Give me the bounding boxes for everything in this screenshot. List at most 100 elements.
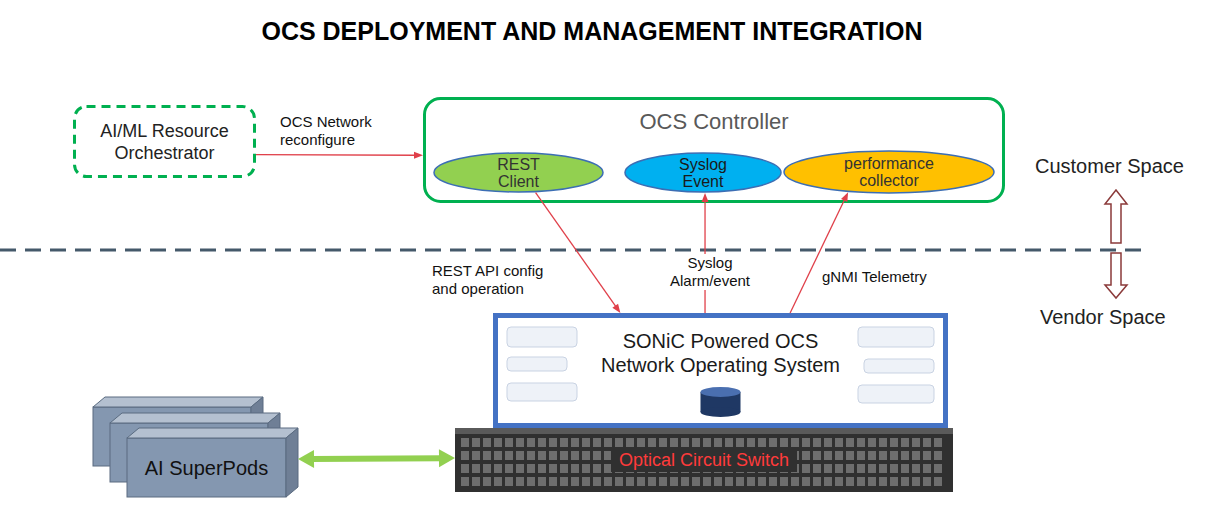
switch-port (483, 477, 491, 486)
switch-port (813, 477, 821, 486)
nos-border (496, 316, 946, 426)
switch-port (516, 464, 524, 473)
switch-port (901, 451, 909, 460)
connector-line (311, 455, 442, 462)
nos-label: SONiC Powered OCS Network Operating Syst… (592, 329, 850, 377)
switch-port (758, 438, 766, 447)
switch-port (703, 438, 711, 447)
ellipse-outline (784, 151, 994, 193)
switch-port (659, 438, 667, 447)
syslog-event-ellipse: Syslog Event (624, 152, 782, 193)
optical-switch: Optical Circuit Switch (455, 428, 953, 492)
switch-port (857, 477, 865, 486)
switch-port (802, 464, 810, 473)
pod-top (127, 428, 298, 438)
superpod-box: AI SuperPods (127, 428, 298, 497)
syslog-event-label: Syslog Event (672, 156, 734, 190)
switch-port (560, 438, 568, 447)
switch-port (747, 477, 755, 486)
switch-port (494, 438, 502, 447)
switch-port (923, 451, 931, 460)
switch-port (461, 438, 469, 447)
switch-port (802, 477, 810, 486)
switch-port (813, 464, 821, 473)
back-pod-top (93, 397, 263, 407)
switch-port (934, 438, 942, 447)
switch-port (890, 477, 898, 486)
switch-port (549, 477, 557, 486)
switch-port (868, 477, 876, 486)
switch-port (483, 451, 491, 460)
switch-top-strip (455, 428, 953, 434)
switch-port (725, 477, 733, 486)
switch-port (582, 477, 590, 486)
faint-illustration (507, 357, 567, 371)
switch-port (901, 477, 909, 486)
switch-port (560, 464, 568, 473)
dashed-border (75, 107, 255, 177)
switch-port (857, 438, 865, 447)
switch-port (703, 477, 711, 486)
switch-port (593, 438, 601, 447)
switch-port (890, 451, 898, 460)
switch-port (571, 438, 579, 447)
faint-illustration (507, 383, 577, 401)
arrow-head (439, 449, 455, 467)
switch-port (835, 477, 843, 486)
switch-port (901, 438, 909, 447)
switch-port (560, 451, 568, 460)
switch-port (626, 477, 634, 486)
switch-port (923, 464, 931, 473)
rest-client-ellipse: REST Client (433, 152, 604, 193)
switch-port (593, 451, 601, 460)
switch-port (769, 438, 777, 447)
connector-line (256, 154, 416, 156)
switch-port (494, 477, 502, 486)
switch-port (692, 477, 700, 486)
switch-port (791, 477, 799, 486)
switch-port (780, 477, 788, 486)
diagram-title: OCS DEPLOYMENT AND MANAGEMENT INTEGRATIO… (0, 17, 1184, 46)
switch-port (461, 464, 469, 473)
switch-port (538, 438, 546, 447)
switch-port (472, 464, 480, 473)
switch-port (879, 451, 887, 460)
switch-port (615, 438, 623, 447)
switch-port (527, 451, 535, 460)
controller-border (425, 99, 1004, 202)
switch-port (868, 464, 876, 473)
switch-port (582, 451, 590, 460)
switch-port (604, 477, 612, 486)
switch-port (637, 438, 645, 447)
switch-port (505, 464, 513, 473)
switch-port (516, 477, 524, 486)
switch-port (582, 438, 590, 447)
orchestrator-label: AI/ML Resource Orchestrator (90, 120, 240, 164)
arrow-head (702, 193, 709, 202)
switch-port (868, 451, 876, 460)
switch-port (912, 464, 920, 473)
switch-port (791, 438, 799, 447)
switch-port (538, 477, 546, 486)
arrow-head (414, 152, 423, 159)
superpod-label: AI SuperPods (145, 456, 268, 480)
switch-port (857, 451, 865, 460)
switch-port (923, 438, 931, 447)
performance-collector-label: performance collector (837, 155, 941, 189)
switch-port (505, 438, 513, 447)
arrow-head (612, 304, 620, 313)
switch-port (747, 438, 755, 447)
edge-label: Syslog Alarm/event (660, 254, 760, 290)
connector-line (536, 193, 617, 308)
switch-port (483, 464, 491, 473)
switch-port (549, 451, 557, 460)
switch-port (549, 464, 557, 473)
switch-port (538, 451, 546, 460)
switch-port (802, 438, 810, 447)
down-outline-arrow (1105, 253, 1127, 298)
faint-illustration (507, 327, 577, 347)
switch-port (472, 451, 480, 460)
switch-port (879, 438, 887, 447)
